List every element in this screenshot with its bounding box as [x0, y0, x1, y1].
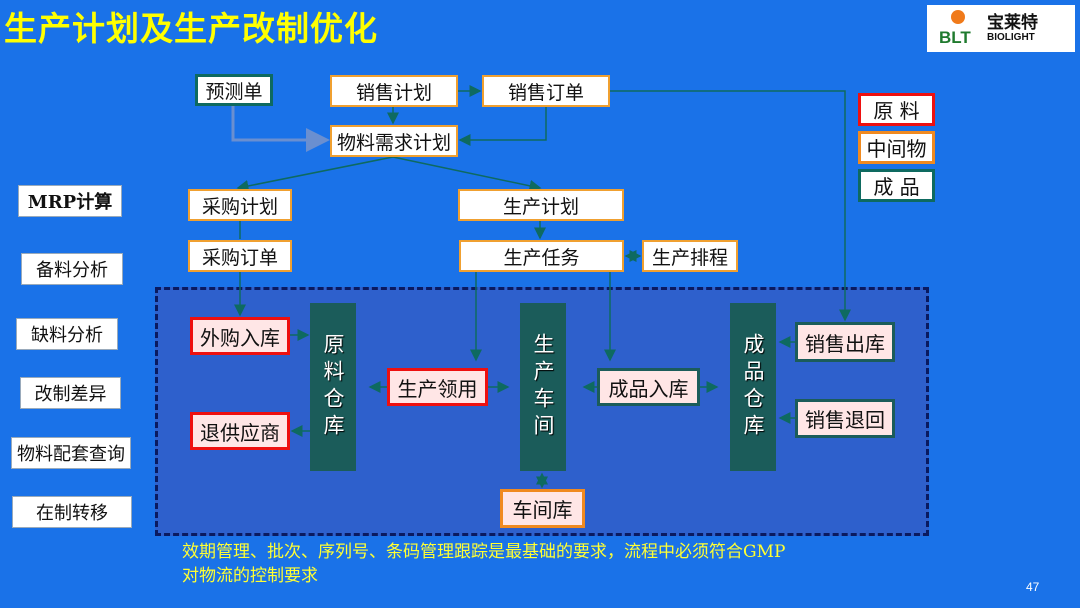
side-item-kit-query: 物料配套查询	[11, 437, 131, 469]
node-purchase-in: 外购入库	[190, 317, 290, 355]
logo-cn: 宝莱特	[987, 13, 1038, 33]
node-purchase-plan: 采购计划	[188, 189, 292, 221]
node-sales-return: 销售退回	[795, 399, 895, 438]
node-production-task: 生产任务	[459, 240, 624, 272]
side-item-mrp: MRP计算	[18, 185, 122, 217]
side-item-shortage: 缺料分析	[16, 318, 118, 350]
logo-mark: BLT	[935, 8, 987, 50]
node-sales-plan: 销售计划	[330, 75, 458, 107]
node-finished-warehouse: 成品仓库	[730, 303, 776, 471]
footer-line-2: 对物流的控制要求	[182, 566, 318, 586]
side-item-variance: 改制差异	[20, 377, 121, 409]
node-workshop: 生产车间	[520, 303, 566, 471]
node-production-plan: 生产计划	[458, 189, 624, 221]
legend-intermediate: 中间物	[858, 131, 935, 164]
node-return-supplier: 退供应商	[190, 412, 290, 450]
footer-line-1: 效期管理、批次、序列号、条码管理跟踪是最基础的要求，流程中必须符合GMP	[182, 542, 786, 562]
node-purchase-order: 采购订单	[188, 240, 292, 272]
node-raw-warehouse: 原料仓库	[310, 303, 356, 471]
node-workshop-store: 车间库	[500, 489, 585, 528]
node-forecast: 预测单	[195, 74, 273, 106]
side-item-prep: 备料分析	[21, 253, 123, 285]
logo-en: BIOLIGHT	[987, 32, 1035, 43]
node-production-schedule: 生产排程	[642, 240, 738, 272]
node-mrp-plan: 物料需求计划	[330, 125, 458, 157]
node-finished-in: 成品入库	[597, 368, 700, 406]
footer-note: 效期管理、批次、序列号、条码管理跟踪是最基础的要求，流程中必须符合GMP 对物流…	[182, 540, 785, 588]
side-item-wip-transfer: 在制转移	[12, 496, 132, 528]
node-production-issue: 生产领用	[387, 368, 488, 406]
legend-raw: 原 料	[858, 93, 935, 126]
legend-finished: 成 品	[858, 169, 935, 202]
slide-title: 生产计划及生产改制优化	[4, 9, 378, 48]
page-number: 47	[1026, 580, 1040, 594]
node-sales-out: 销售出库	[795, 322, 895, 362]
node-sales-order: 销售订单	[482, 75, 610, 107]
